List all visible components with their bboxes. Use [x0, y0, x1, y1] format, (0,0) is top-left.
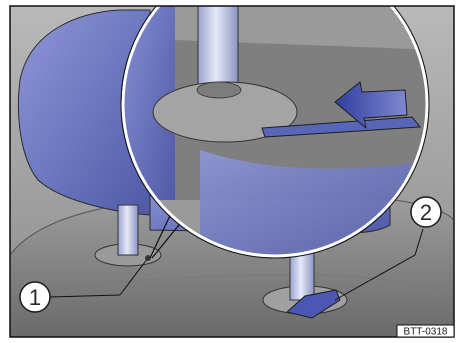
- left-rod: [118, 205, 138, 255]
- figure-code: BTT-0318: [404, 327, 448, 338]
- callout-2-label: 2: [420, 200, 432, 225]
- callout-1-label: 1: [29, 285, 41, 310]
